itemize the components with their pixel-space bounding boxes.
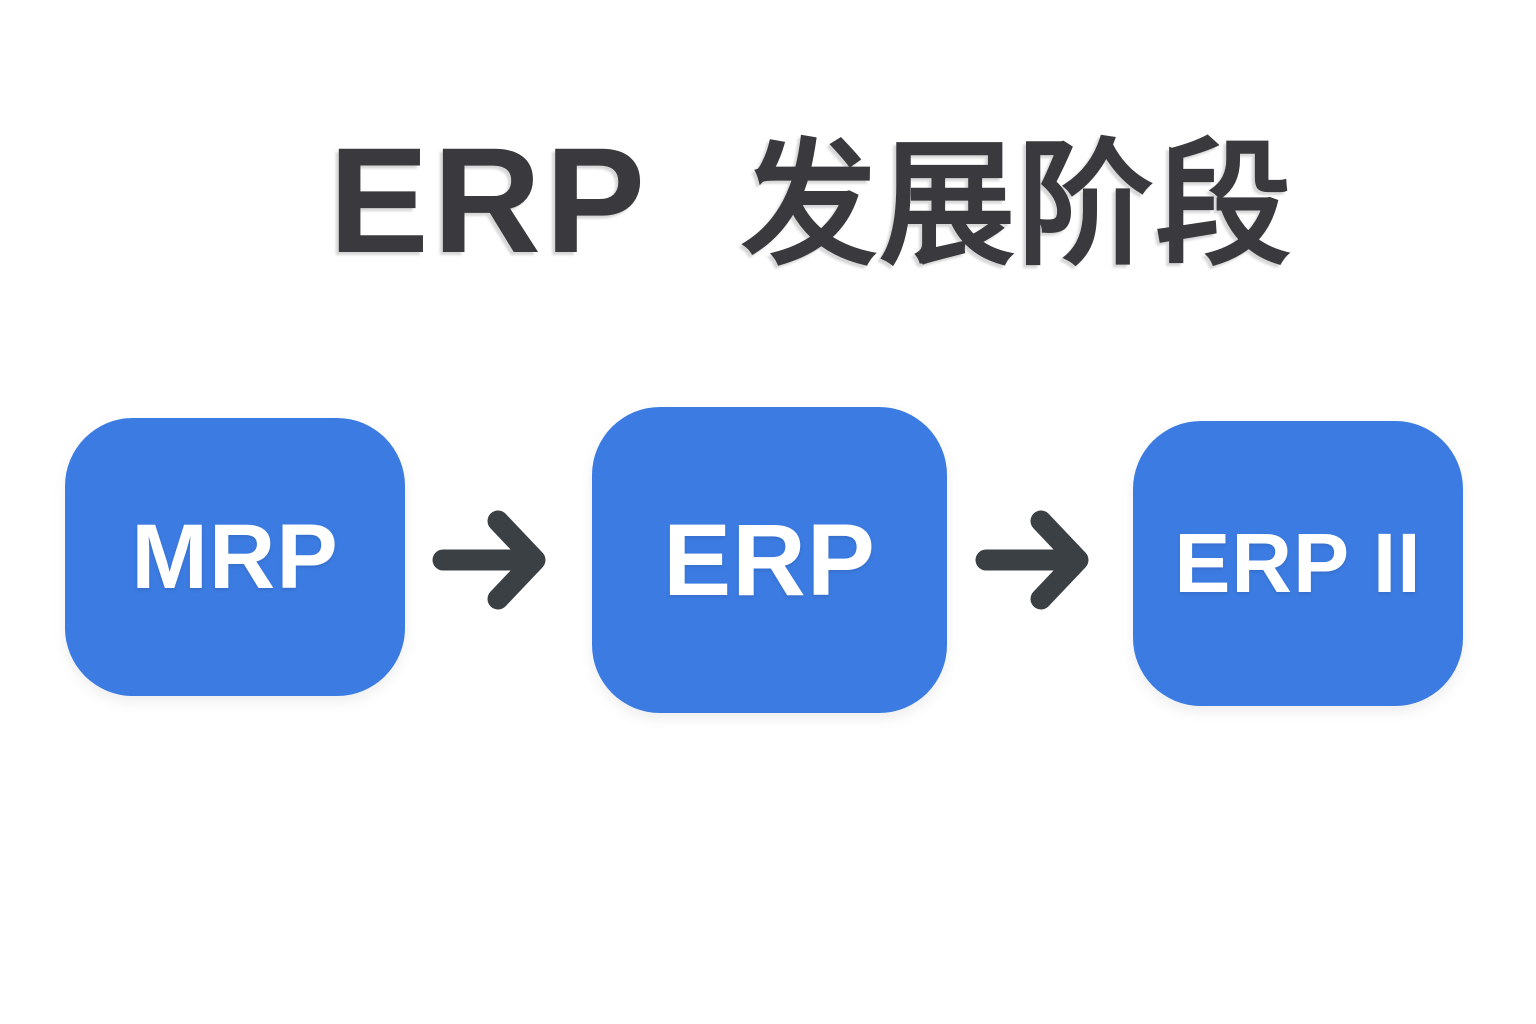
stage-label-erp2: ERP II [1174, 516, 1422, 610]
stage-box-erp: ERP [592, 407, 947, 713]
page-title: ERP 发展阶段 [0, 119, 1536, 281]
page-title-cjk: 发展阶段 [741, 129, 1294, 282]
stage-box-mrp: MRP [65, 418, 405, 696]
arrow-right-icon [431, 508, 549, 612]
stage-label-mrp: MRP [131, 505, 339, 608]
stage-label-erp: ERP [663, 502, 876, 617]
stage-box-erp2: ERP II [1133, 421, 1463, 706]
arrow-right-icon [974, 508, 1092, 612]
page-title-latin: ERP [328, 116, 650, 285]
